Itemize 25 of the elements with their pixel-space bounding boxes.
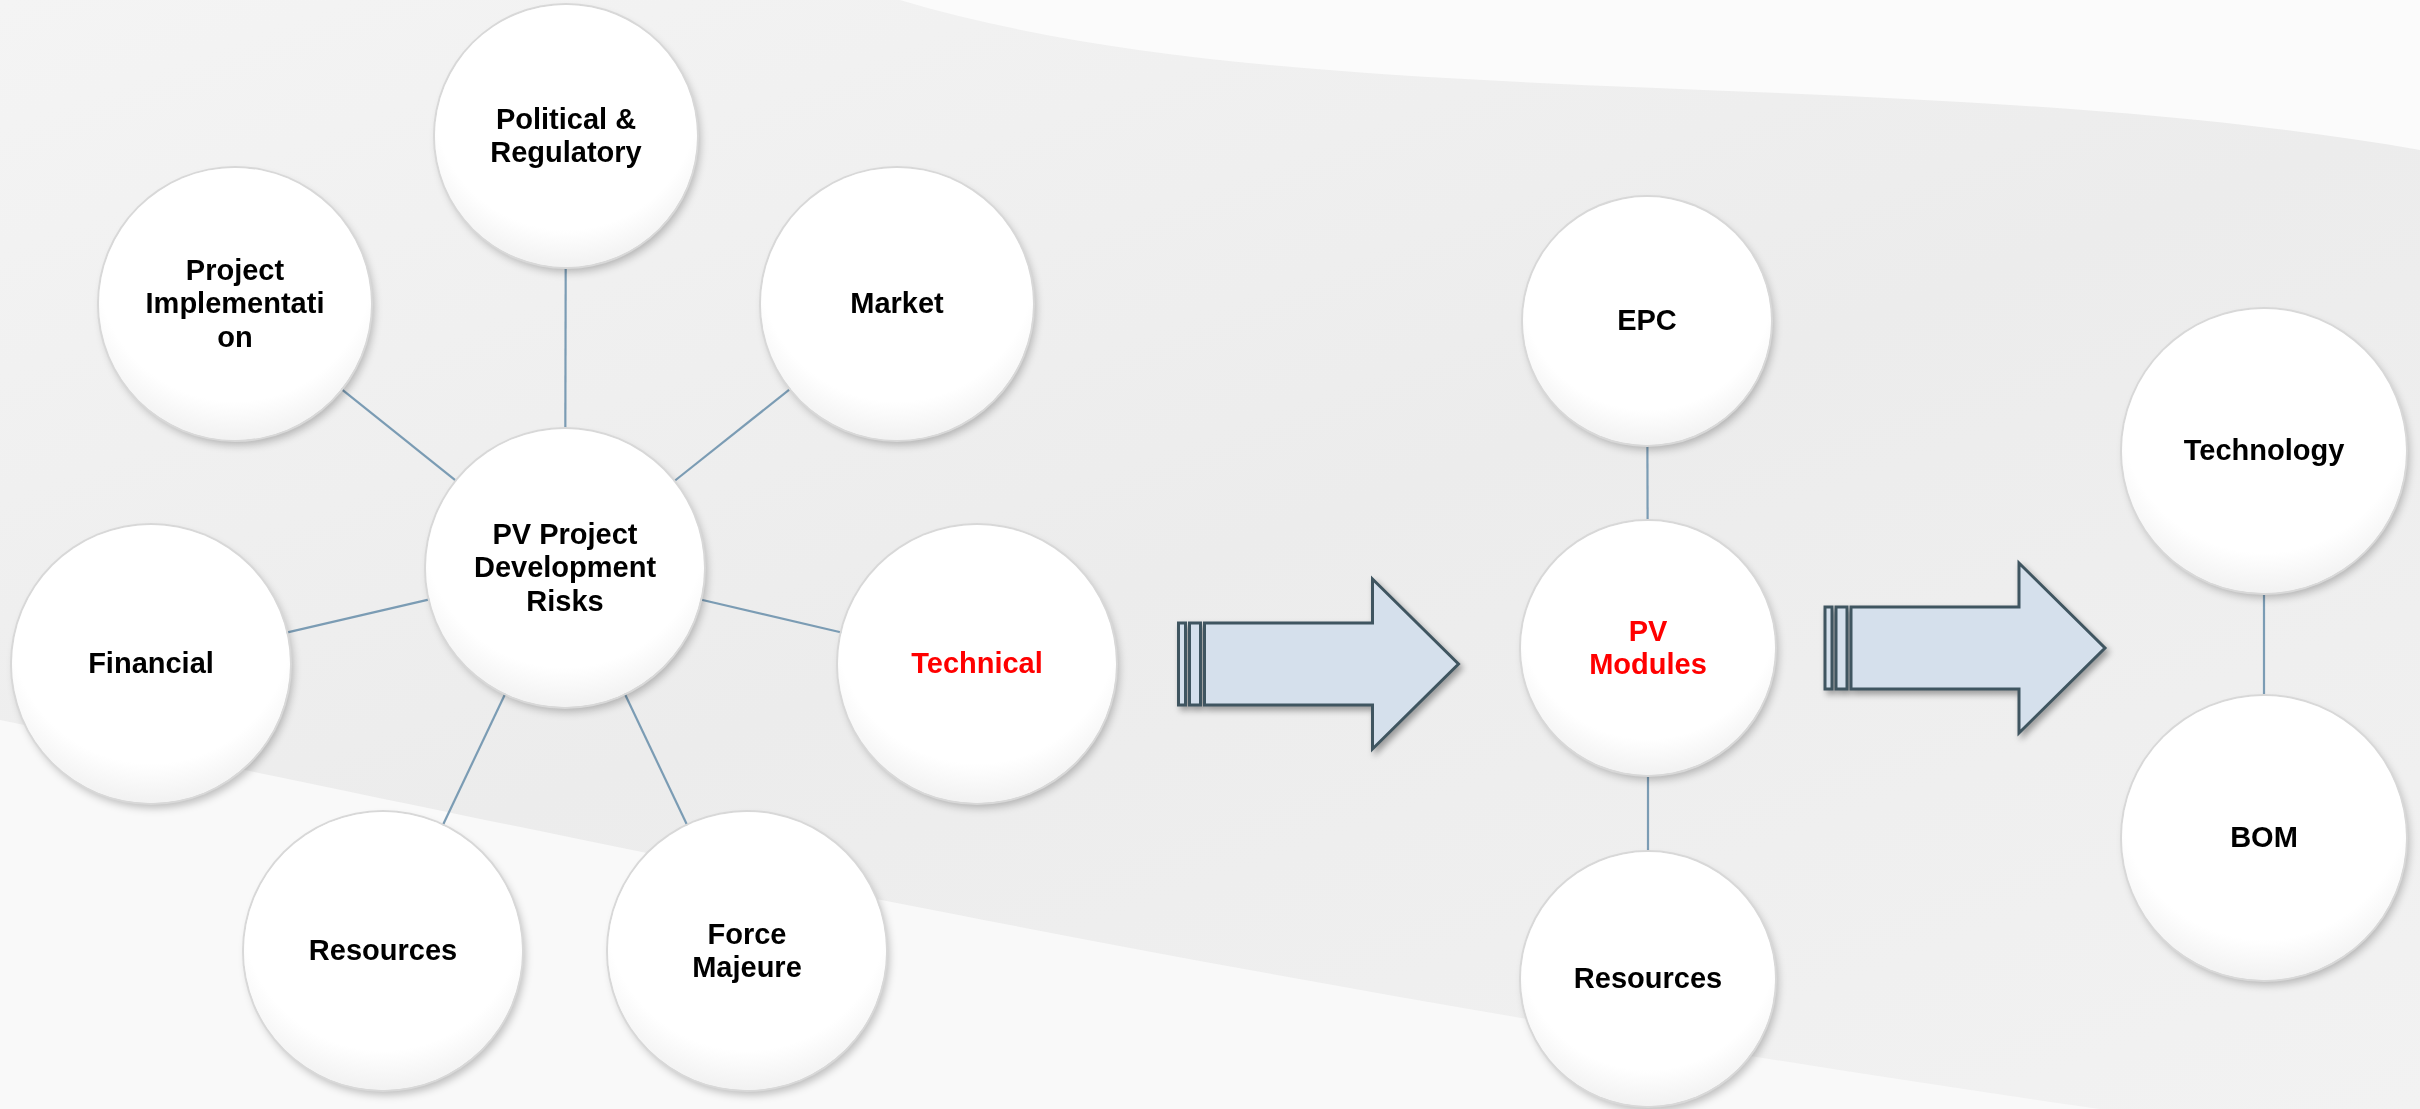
node-label: Resources (1572, 962, 1724, 996)
node-label: PV Project Development Risks (472, 518, 658, 618)
node-label: Resources (307, 934, 459, 968)
connector-line (1646, 445, 1649, 521)
connector-line (2262, 593, 2266, 696)
connector-line (441, 693, 507, 826)
connector-line (673, 387, 792, 483)
block-arrow (1177, 575, 1461, 753)
block-arrow (1823, 559, 2108, 737)
connector-line (623, 693, 689, 826)
node-label: Technical (910, 647, 1044, 681)
node-label: Force Majeure (691, 917, 803, 985)
node-label: BOM (2229, 821, 2299, 855)
node-label: Political & Regulatory (489, 102, 643, 170)
connector-line (340, 388, 458, 483)
node-label: Market (849, 287, 945, 321)
connector-line (286, 598, 430, 634)
connector-line (700, 598, 842, 634)
node-label: Financial (87, 647, 215, 681)
node-label: Project Implementation (144, 254, 326, 354)
node-label: Technology (2182, 434, 2346, 468)
node-label: EPC (1616, 304, 1678, 338)
node-label: PV Modules (1588, 614, 1708, 682)
connector-line (1646, 775, 1650, 852)
connector-line (564, 267, 567, 429)
